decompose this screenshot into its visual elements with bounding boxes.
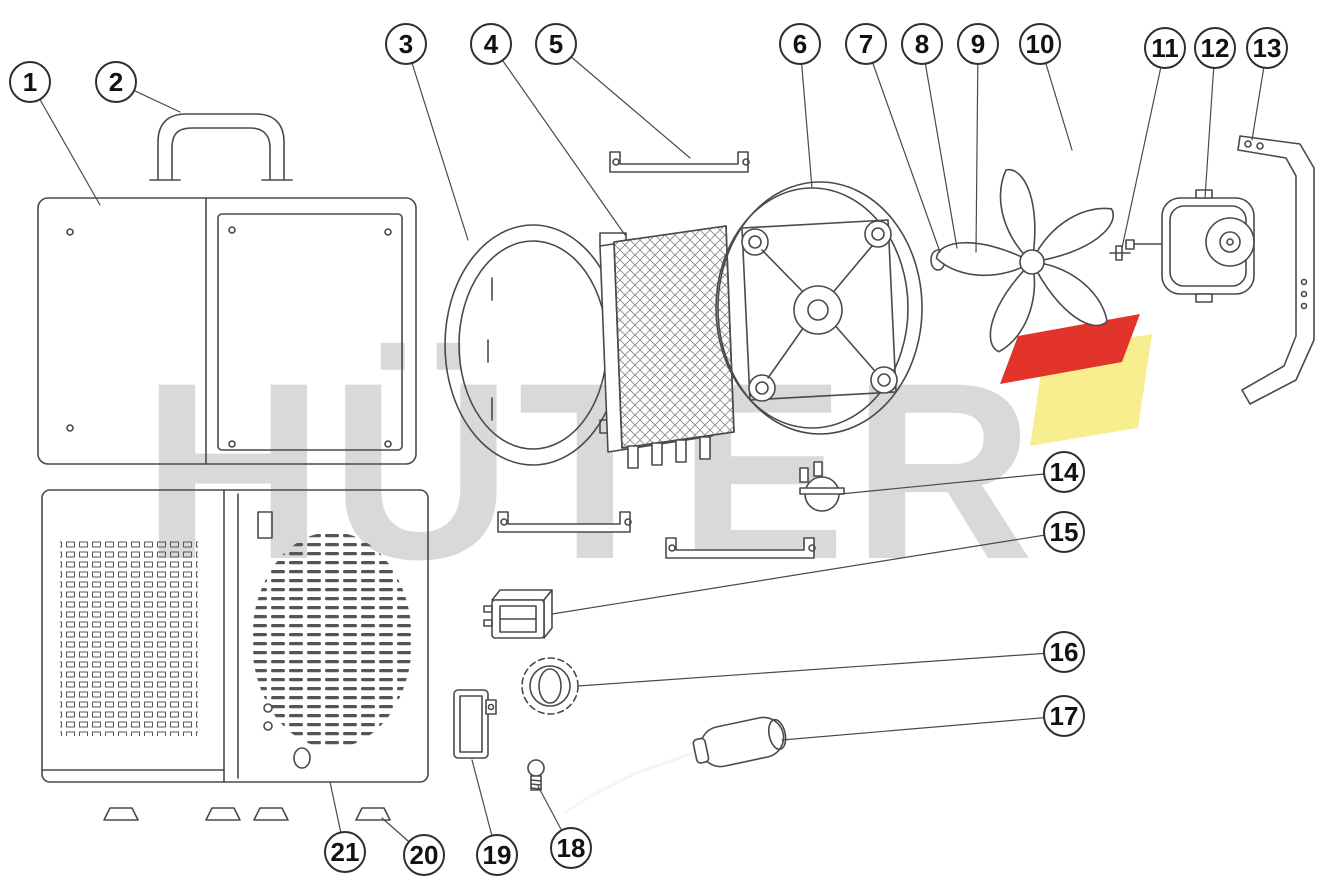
leader-line-18 xyxy=(537,785,572,849)
leader-line-2 xyxy=(115,81,181,113)
part-13-motor-bracket xyxy=(1237,135,1315,405)
part-15-switch xyxy=(483,589,553,639)
part-5-bracket-mid-right xyxy=(665,537,816,559)
leader-line-20 xyxy=(381,817,425,856)
logo-red-shape xyxy=(1000,314,1140,384)
leader-line-16 xyxy=(577,651,1065,687)
part-5-bracket-mid-left xyxy=(497,511,632,533)
leader-line-15 xyxy=(551,531,1065,615)
part-18-screw xyxy=(527,759,545,791)
leader-line-7 xyxy=(865,43,941,253)
brand-logo xyxy=(1000,314,1152,446)
part-16-knob xyxy=(521,657,579,715)
leader-line-9 xyxy=(975,43,979,253)
leader-line-1 xyxy=(29,81,101,206)
leader-line-19 xyxy=(471,759,498,856)
part-12-motor xyxy=(1125,189,1255,303)
leader-line-17 xyxy=(781,715,1065,741)
leader-line-4 xyxy=(490,43,626,236)
part-10-fan-blade xyxy=(935,169,1114,353)
leader-line-11 xyxy=(1121,47,1166,249)
leader-line-14 xyxy=(839,471,1065,495)
leader-line-10 xyxy=(1039,43,1073,151)
leader-line-21 xyxy=(329,781,346,853)
leader-line-6 xyxy=(799,43,813,189)
part-19-capacitor xyxy=(453,689,497,759)
leader-line-3 xyxy=(405,43,469,241)
part-17-power-cord xyxy=(565,716,787,813)
part-14-thermostat xyxy=(799,461,845,512)
leader-line-13 xyxy=(1251,47,1268,141)
part-6-fan-shroud xyxy=(715,181,923,435)
leader-line-5 xyxy=(555,43,691,159)
part-11-shaft-clip xyxy=(1109,245,1131,261)
part-20-feet xyxy=(103,807,391,821)
part-21-front-panel xyxy=(41,489,429,783)
part-5-bracket-top xyxy=(609,151,750,173)
part-1-housing-panel xyxy=(37,197,417,465)
part-2-handle xyxy=(149,113,293,181)
leader-line-12 xyxy=(1204,47,1216,199)
leader-line-8 xyxy=(921,43,958,249)
part-4-heating-element xyxy=(599,225,735,469)
